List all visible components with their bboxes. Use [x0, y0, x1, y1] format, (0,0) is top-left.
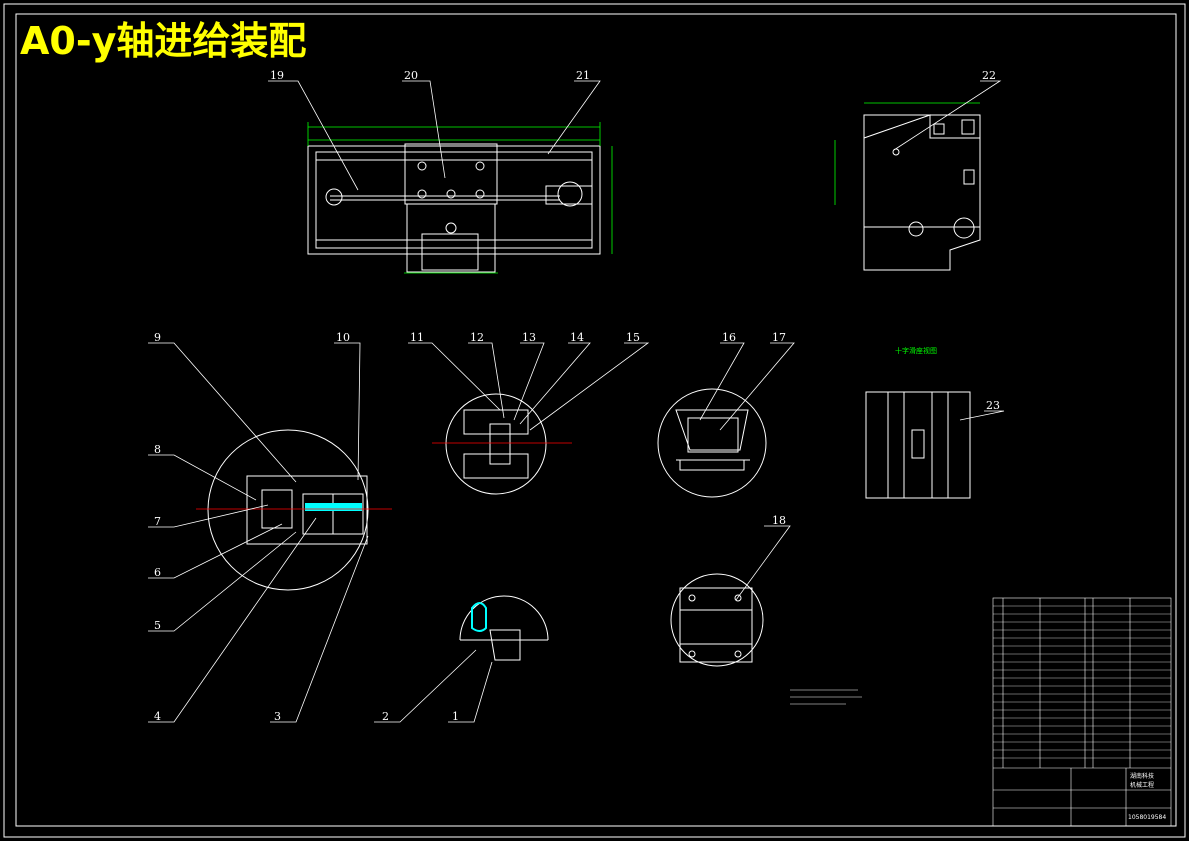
detail-cross-slide: [865, 391, 971, 499]
main-top-dims: [307, 122, 613, 274]
balloon-18: 18: [772, 514, 786, 527]
detail-bearing: [445, 393, 547, 495]
balloon-12: 12: [470, 331, 484, 344]
title-block-course: 机械工程: [1130, 781, 1154, 789]
balloon-2: 2: [382, 710, 389, 723]
detail-slider-block: [657, 388, 767, 498]
balloon-21: 21: [576, 69, 590, 82]
leader-lines: [148, 80, 1005, 723]
balloon-14: 14: [570, 331, 584, 344]
balloon-6: 6: [154, 566, 161, 579]
bom-table: [992, 597, 1172, 827]
balloon-17: 17: [772, 331, 786, 344]
balloon-15: 15: [626, 331, 640, 344]
detail-rail: [459, 595, 549, 661]
balloon-7: 7: [154, 515, 161, 528]
detail-guide-block: [670, 573, 764, 667]
detail-motor-highlight: [196, 503, 392, 511]
bom-rows: [993, 605, 1171, 759]
cross-slide-label: 十字滑座视图: [895, 346, 937, 355]
balloon-13: 13: [522, 331, 536, 344]
balloon-3: 3: [274, 710, 281, 723]
drawing-title: A0-y轴进给装配: [20, 19, 306, 63]
title-block-company: 湖南科技: [1130, 772, 1154, 780]
balloon-10: 10: [336, 331, 350, 344]
balloon-9: 9: [154, 331, 161, 344]
balloon-1: 1: [452, 710, 459, 723]
balloon-8: 8: [154, 443, 161, 456]
balloon-20: 20: [404, 69, 418, 82]
balloon-22: 22: [982, 69, 996, 82]
balloon-16: 16: [722, 331, 736, 344]
side-view: [863, 114, 981, 271]
outer-frame: [3, 3, 1186, 838]
detail-rail-seal: [471, 602, 487, 632]
balloon-4: 4: [154, 710, 161, 723]
main-top-view: [307, 143, 601, 273]
inner-frame: [15, 13, 1177, 827]
balloon-23: 23: [986, 399, 1000, 412]
title-block-drawing-no: 1058019584: [1128, 814, 1166, 821]
balloon-labels: 1 2 3 4 5 6 7 8 9 10 11 12 13 14 15 16 1…: [154, 69, 1000, 723]
balloon-11: 11: [410, 331, 424, 344]
side-view-dims: [834, 102, 980, 205]
technical-notes: [790, 689, 862, 705]
balloon-19: 19: [270, 69, 284, 82]
balloon-5: 5: [154, 619, 161, 632]
